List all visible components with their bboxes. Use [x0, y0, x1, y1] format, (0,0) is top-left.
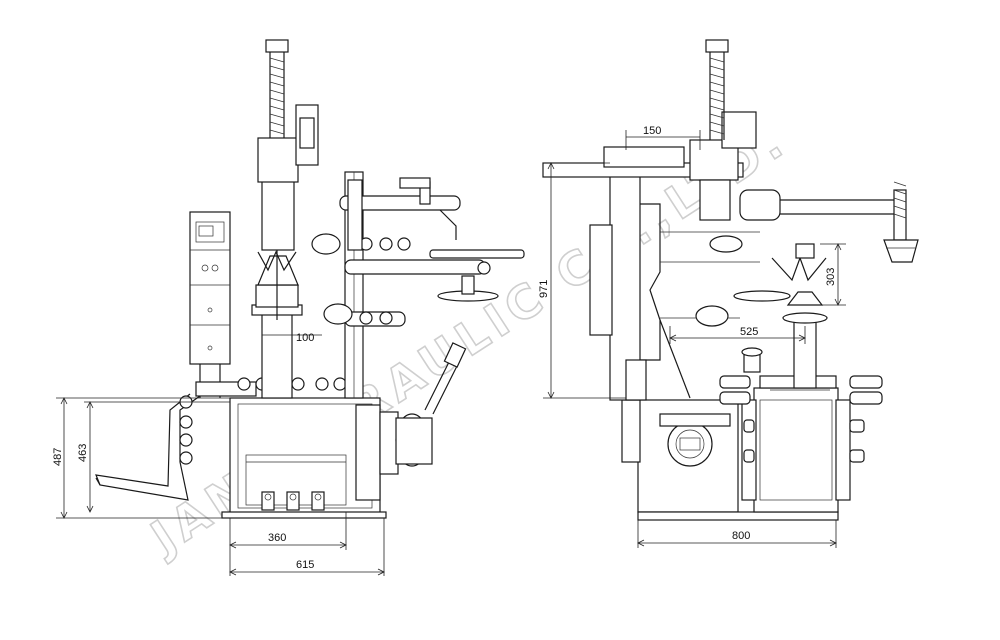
front-cabinet	[229, 397, 381, 514]
control-panel	[189, 211, 231, 365]
dim-label-971: 971	[538, 280, 550, 298]
dimension-615: 615	[229, 518, 385, 576]
front-view: 100 487 463 360 61	[52, 39, 525, 576]
dimension-487: 487	[52, 397, 230, 519]
front-column	[261, 309, 293, 399]
dimension-150: 150	[625, 125, 701, 150]
dim-label-615: 615	[296, 559, 314, 571]
dimension-463: 463	[77, 401, 230, 513]
dim-label-463: 463	[77, 444, 89, 462]
wheel-assembly	[719, 375, 883, 513]
pedal-group	[261, 491, 325, 511]
dimension-971: 971	[538, 162, 626, 399]
dim-label-525: 525	[740, 326, 758, 338]
dim-label-100: 100	[296, 332, 314, 344]
dimension-303: 303	[820, 243, 846, 306]
dimension-800: 800	[637, 520, 837, 548]
side-view: 150 971 303 525	[538, 39, 919, 548]
dim-label-487: 487	[52, 448, 64, 466]
dim-label-360: 360	[268, 532, 286, 544]
dimension-100: 100	[261, 328, 322, 344]
dim-label-150: 150	[643, 125, 661, 137]
side-spring	[705, 39, 729, 140]
dim-label-800: 800	[732, 530, 750, 542]
dimension-525: 525	[669, 326, 806, 344]
dimension-360: 360	[229, 512, 347, 576]
dim-label-303: 303	[825, 268, 837, 286]
front-spring	[265, 39, 289, 138]
